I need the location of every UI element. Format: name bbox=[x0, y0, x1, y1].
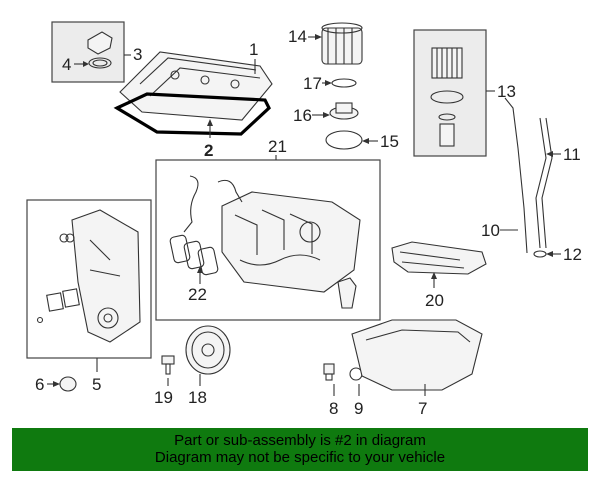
banner-line-2: Diagram may not be specific to your vehi… bbox=[154, 449, 446, 466]
callout-1: 1 bbox=[249, 40, 258, 59]
crankshaft-seal bbox=[59, 376, 77, 392]
throttle-bracket bbox=[337, 277, 357, 309]
filter-drain-fitting bbox=[438, 113, 456, 147]
callout-18: 18 bbox=[188, 388, 207, 407]
info-banner: Part or sub-assembly is #2 in diagram Di… bbox=[12, 428, 588, 471]
vacuum-hose bbox=[183, 175, 199, 233]
cover-small-parts bbox=[36, 233, 80, 324]
oil-pan-baffle bbox=[391, 241, 487, 275]
o-ring-15 bbox=[325, 130, 363, 150]
callout-21: 21 bbox=[268, 137, 287, 156]
callout-15: 15 bbox=[380, 132, 399, 151]
callout-17: 17 bbox=[303, 74, 322, 93]
callout-20: 20 bbox=[425, 291, 444, 310]
valve-cover-gasket bbox=[113, 92, 271, 136]
callout-4: 4 bbox=[62, 55, 71, 74]
callout-11: 11 bbox=[563, 145, 581, 164]
callout-5: 5 bbox=[92, 375, 101, 394]
intake-gaskets bbox=[169, 234, 219, 276]
filter-o-ring bbox=[430, 90, 464, 104]
callout-3: 3 bbox=[133, 45, 142, 64]
callout-6: 6 bbox=[35, 375, 44, 394]
oil-pan bbox=[351, 319, 483, 391]
callout-10: 10 bbox=[481, 221, 500, 240]
dipstick-tube bbox=[535, 117, 553, 249]
oil-filter-cap bbox=[321, 22, 363, 65]
intake-manifold bbox=[221, 191, 361, 293]
o-ring-12 bbox=[533, 250, 547, 258]
oil-filter-element bbox=[431, 47, 463, 79]
callout-7: 7 bbox=[418, 399, 427, 418]
parts-diagram: 3 4 1 2 14 17 16 15 bbox=[26, 21, 582, 418]
callout-12: 12 bbox=[563, 245, 582, 264]
callout-8: 8 bbox=[329, 399, 338, 418]
filler-cap-box bbox=[51, 21, 125, 83]
o-ring-17 bbox=[331, 78, 357, 88]
callout-22: 22 bbox=[188, 285, 207, 304]
timing-cover bbox=[71, 209, 141, 343]
pcv-hose bbox=[217, 179, 243, 203]
callout-14: 14 bbox=[288, 27, 307, 46]
oil-filler-cap bbox=[87, 31, 113, 69]
dipstick bbox=[504, 97, 528, 254]
callout-19: 19 bbox=[154, 388, 173, 407]
banner-line-1: Part or sub-assembly is #2 in diagram bbox=[174, 432, 426, 449]
callout-2: 2 bbox=[204, 141, 213, 160]
callout-9: 9 bbox=[354, 399, 363, 418]
pulley-bolt bbox=[161, 355, 175, 375]
callout-16: 16 bbox=[293, 106, 312, 125]
valve-cover bbox=[119, 51, 273, 121]
drain-plug-16 bbox=[329, 102, 359, 120]
crankshaft-pulley bbox=[185, 325, 231, 375]
drain-plug bbox=[323, 363, 335, 381]
callout-13: 13 bbox=[497, 82, 516, 101]
